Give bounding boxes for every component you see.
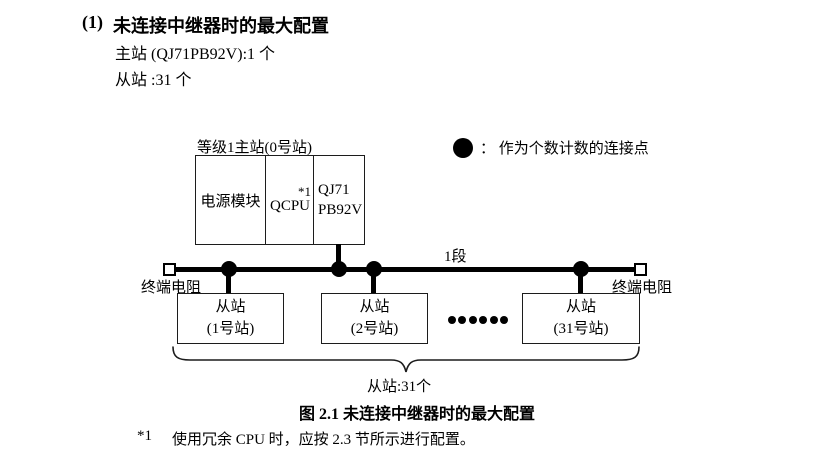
slave-count-line: 从站 :31 个 (115, 72, 192, 89)
slave2-line2: (2号站) (350, 320, 399, 337)
legend: ： 作为个数计数的连接点 (453, 137, 649, 158)
ellipsis-dot (489, 316, 498, 324)
slave-station-1-box: 从站 (1号站) (177, 293, 284, 344)
ellipsis-dot (499, 316, 508, 324)
brace (172, 346, 640, 373)
connection-point-dot (331, 261, 347, 277)
segment-label: 1段 (444, 249, 467, 265)
terminator-left-icon (163, 263, 176, 276)
master-count-line: 主站 (QJ71PB92V):1 个 (115, 46, 276, 63)
connection-point-dot (366, 261, 382, 277)
pb92v-cell: QJ71 PB92V (314, 156, 364, 244)
connection-point-icon (453, 137, 473, 158)
slave1-line1: 从站 (215, 298, 246, 315)
ellipsis-dot (458, 316, 467, 324)
ellipsis-dot (448, 316, 456, 324)
power-module-label: 电源模块 (200, 193, 261, 210)
ellipsis-dots (448, 316, 508, 324)
master-station-box: 电源模块 *1 QCPU QJ71 PB92V (195, 155, 365, 245)
terminator-left-label: 终端电阻 (141, 280, 202, 296)
terminator-right-icon (634, 263, 647, 276)
slave-station-2-box: 从站 (2号站) (321, 293, 428, 344)
pb92v-line1: QJ71 (318, 181, 350, 198)
qcpu-label: QCPU (270, 198, 311, 214)
figure-caption: 图 2.1 未连接中继器时的最大配置 (299, 406, 536, 423)
slave-station-31-box: 从站 (31号站) (522, 293, 640, 344)
terminator-right-label: 终端电阻 (612, 280, 673, 296)
connection-point-dot (573, 261, 589, 277)
slave2-line1: 从站 (359, 298, 390, 315)
footnote-text: 使用冗余 CPU 时，应按 2.3 节所示进行配置。 (172, 432, 475, 448)
bus-line (176, 267, 635, 272)
slave31-line2: (31号站) (553, 320, 609, 337)
ellipsis-dot (479, 316, 488, 324)
slave-total-label: 从站:31个 (367, 379, 432, 395)
section-heading: (1) 未连接中继器时的最大配置 (82, 12, 329, 38)
footnote-marker: *1 (137, 428, 152, 444)
slave31-line1: 从站 (565, 298, 596, 315)
section-title: 未连接中继器时的最大配置 (113, 16, 329, 36)
slave1-drop-line (226, 270, 231, 294)
master-drop-line (336, 244, 341, 270)
master-station-label: 等级1主站(0号站) (197, 140, 312, 156)
legend-text: ： 作为个数计数的连接点 (480, 141, 649, 157)
qcpu-cell: *1 QCPU (266, 156, 314, 244)
section-number: (1) (82, 12, 103, 32)
ellipsis-dot (468, 316, 477, 324)
slave2-drop-line (371, 270, 376, 294)
power-module-cell: 电源模块 (196, 156, 266, 244)
pb92v-line2: PB92V (318, 202, 363, 218)
slave1-line2: (1号站) (206, 320, 255, 337)
connection-point-dot (221, 261, 237, 277)
slave31-drop-line (578, 270, 583, 294)
footnote-ref-mark: *1 (298, 184, 311, 199)
